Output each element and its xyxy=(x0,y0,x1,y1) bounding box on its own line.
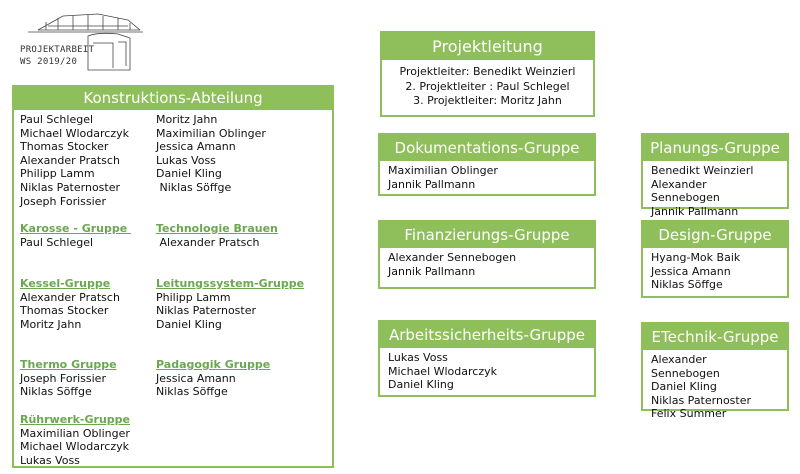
planung-title: Planungs-Gruppe xyxy=(643,135,787,161)
technologie-group-title: Technologie Brauen xyxy=(156,222,278,235)
design-title: Design-Gruppe xyxy=(643,222,787,248)
list-item: Daniel Kling xyxy=(156,317,222,331)
list-item: Jannik Pallmann xyxy=(388,177,476,191)
list-item: Alexander Sennebogen xyxy=(651,353,720,380)
thermo-group: Thermo Gruppe Joseph Forissier Niklas Sö… xyxy=(20,358,117,399)
dokumentation-title: Dokumentations-Gruppe xyxy=(380,135,594,161)
list-item: Jessica Amann xyxy=(651,264,731,278)
list-item: Niklas Söffge xyxy=(651,278,723,292)
list-item: Hyang-Mok Baik xyxy=(651,251,741,264)
list-item: Michael Wlodarczyk xyxy=(20,440,129,454)
list-item: Jessica Amann xyxy=(156,371,236,385)
list-item: Philipp Lamm xyxy=(20,167,95,181)
dokumentation-box: Dokumentations-Gruppe Maximilian Oblinge… xyxy=(378,133,596,196)
leitungssystem-group: Leitungssystem-Gruppe Philipp Lamm Nikla… xyxy=(156,277,304,331)
list-item: Alexander Pratsch xyxy=(20,290,120,304)
list-item: Moritz Jahn xyxy=(156,113,218,126)
list-item: Philipp Lamm xyxy=(156,290,231,304)
list-item: Niklas Söffge xyxy=(20,385,92,399)
list-item: Alexander Sennebogen xyxy=(651,177,720,205)
list-item: Lukas Voss xyxy=(156,153,216,167)
technologie-group: Technologie Brauen Alexander Pratsch xyxy=(156,222,278,249)
list-item: Thomas Stocker xyxy=(20,304,109,318)
list-item: Maximilian Oblinger xyxy=(156,126,266,140)
konstruktion-members-right: Moritz Jahn Maximilian Oblinger Jessica … xyxy=(156,113,266,195)
ruehrwerk-group-title: Rührwerk-Gruppe xyxy=(20,413,130,426)
arbeitssicherheit-title: Arbeitssicherheits-Gruppe xyxy=(380,322,594,348)
projektleiter-line: Projektleiter: Benedikt Weinzierl xyxy=(399,65,576,78)
konstruktion-title: Konstruktions-Abteilung xyxy=(14,87,332,110)
finanzierung-title: Finanzierungs-Gruppe xyxy=(380,222,594,248)
karosse-group-title: Karosse - Gruppe xyxy=(20,222,132,235)
list-item: Niklas Paternoster xyxy=(20,180,121,194)
list-item: Lukas Voss xyxy=(388,351,448,364)
karosse-group: Karosse - Gruppe Paul Schlegel xyxy=(20,222,131,249)
list-item: Niklas Paternoster xyxy=(156,304,257,318)
leitungssystem-group-title: Leitungssystem-Gruppe xyxy=(156,277,305,290)
building-sketch-icon xyxy=(28,13,143,71)
projektleiter-2-line: 2. Projektleiter : Paul Schlegel xyxy=(405,79,570,93)
design-box: Design-Gruppe Hyang-Mok Baik Jessica Ama… xyxy=(641,220,789,298)
list-item: Paul Schlegel xyxy=(20,113,94,126)
padagogik-group: Padagogik Gruppe Jessica Amann Niklas Sö… xyxy=(156,358,270,399)
projektleitung-box: Projektleitung Projektleiter: Benedikt W… xyxy=(380,31,595,117)
etechnik-title: ETechnik-Gruppe xyxy=(643,324,787,350)
list-item: Joseph Forissier xyxy=(20,194,106,208)
list-item: Jessica Amann xyxy=(156,140,236,154)
list-item: Daniel Kling xyxy=(156,167,222,181)
list-item: Benedikt Weinzierl xyxy=(651,164,754,177)
logo-line-2: WS 2019/20 xyxy=(20,57,78,67)
list-item: Niklas Söffge xyxy=(156,385,228,399)
list-item: Lukas Voss xyxy=(20,453,80,467)
list-item: Felix Summer xyxy=(651,407,727,421)
project-logo: PROJEKTARBEIT WS 2019/20 xyxy=(18,8,148,78)
logo-line-1: PROJEKTARBEIT xyxy=(20,45,95,55)
thermo-group-title: Thermo Gruppe xyxy=(20,358,117,371)
kessel-group: Kessel-Gruppe Alexander Pratsch Thomas S… xyxy=(20,277,120,331)
list-item: Maximilian Oblinger xyxy=(388,164,498,177)
projektleiter-3-line: 3. Projektleiter: Moritz Jahn xyxy=(413,94,562,107)
konstruktion-members-left: Paul Schlegel Michael Wlodarczyk Thomas … xyxy=(20,113,129,208)
kessel-group-title: Kessel-Gruppe xyxy=(20,277,111,290)
list-item: Moritz Jahn xyxy=(20,317,82,331)
list-item: Niklas Söffge xyxy=(156,180,232,194)
list-item: Thomas Stocker xyxy=(20,140,109,154)
etechnik-box: ETechnik-Gruppe Alexander Sennebogen Dan… xyxy=(641,322,789,420)
list-item: Alexander Sennebogen xyxy=(388,251,517,264)
padagogik-group-title: Padagogik Gruppe xyxy=(156,358,271,371)
list-item: Alexander Pratsch xyxy=(156,235,260,249)
ruehrwerk-group: Rührwerk-Gruppe Maximilian Oblinger Mich… xyxy=(20,413,130,467)
list-item: Alexander Pratsch xyxy=(20,153,120,167)
list-item: Daniel Kling xyxy=(651,380,717,394)
arbeitssicherheit-box: Arbeitssicherheits-Gruppe Lukas Voss Mic… xyxy=(378,320,596,397)
list-item: Jannik Pallmann xyxy=(651,204,739,218)
finanzierung-box: Finanzierungs-Gruppe Alexander Senneboge… xyxy=(378,220,596,289)
projektleitung-title: Projektleitung xyxy=(382,33,593,60)
list-item: Niklas Paternoster xyxy=(651,393,752,407)
planung-box: Planungs-Gruppe Benedikt Weinzierl Alexa… xyxy=(641,133,789,218)
list-item: Jannik Pallmann xyxy=(388,264,476,278)
list-item: Paul Schlegel xyxy=(20,235,94,249)
list-item: Daniel Kling xyxy=(388,378,454,392)
list-item: Joseph Forissier xyxy=(20,371,106,385)
list-item: Michael Wlodarczyk xyxy=(388,364,497,378)
konstruktion-box: Konstruktions-Abteilung Paul Schlegel Mi… xyxy=(12,85,334,468)
list-item: Michael Wlodarczyk xyxy=(20,126,129,140)
list-item: Maximilian Oblinger xyxy=(20,426,130,440)
